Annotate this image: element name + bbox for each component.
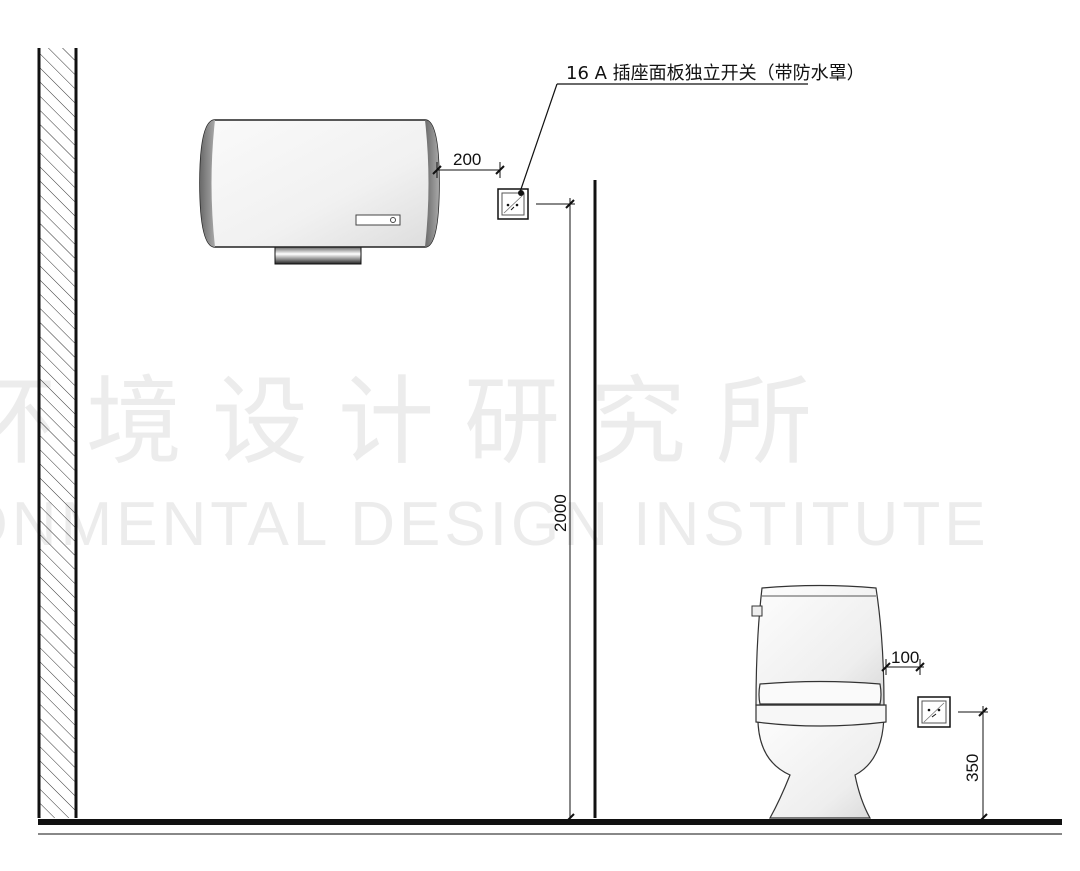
watermark-cn: 环境设计研究所 xyxy=(0,366,842,478)
left-wall xyxy=(37,48,78,818)
floor-line xyxy=(38,819,1062,835)
watermark: 环境设计研究所 ENVIRONMENTAL DESIGN INSTITUTE xyxy=(0,366,990,559)
dim-heater-to-socket-label: 200 xyxy=(453,150,481,169)
dim-toilet-to-socket: 100 xyxy=(881,648,925,675)
dim-socket-height-upper-label: 2000 xyxy=(551,494,570,532)
water-heater xyxy=(199,119,440,265)
flush-handle xyxy=(751,605,763,617)
callout-label: 16 A 插座面板独立开关（带防水罩） xyxy=(566,63,865,84)
heater-display-panel xyxy=(355,214,401,226)
dim-toilet-to-socket-label: 100 xyxy=(891,648,919,667)
watermark-en: ENVIRONMENTAL DESIGN INSTITUTE xyxy=(0,490,990,559)
dim-heater-to-socket: 200 xyxy=(432,150,505,178)
dim-socket-height-lower: 350 xyxy=(958,706,988,823)
lower-socket xyxy=(917,696,951,728)
dim-socket-height-upper: 2000 xyxy=(536,198,575,823)
socket-callout: 16 A 插座面板独立开关（带防水罩） xyxy=(519,63,865,193)
dim-socket-height-lower-label: 350 xyxy=(963,754,982,782)
upper-socket xyxy=(497,188,529,220)
toilet xyxy=(751,584,887,819)
